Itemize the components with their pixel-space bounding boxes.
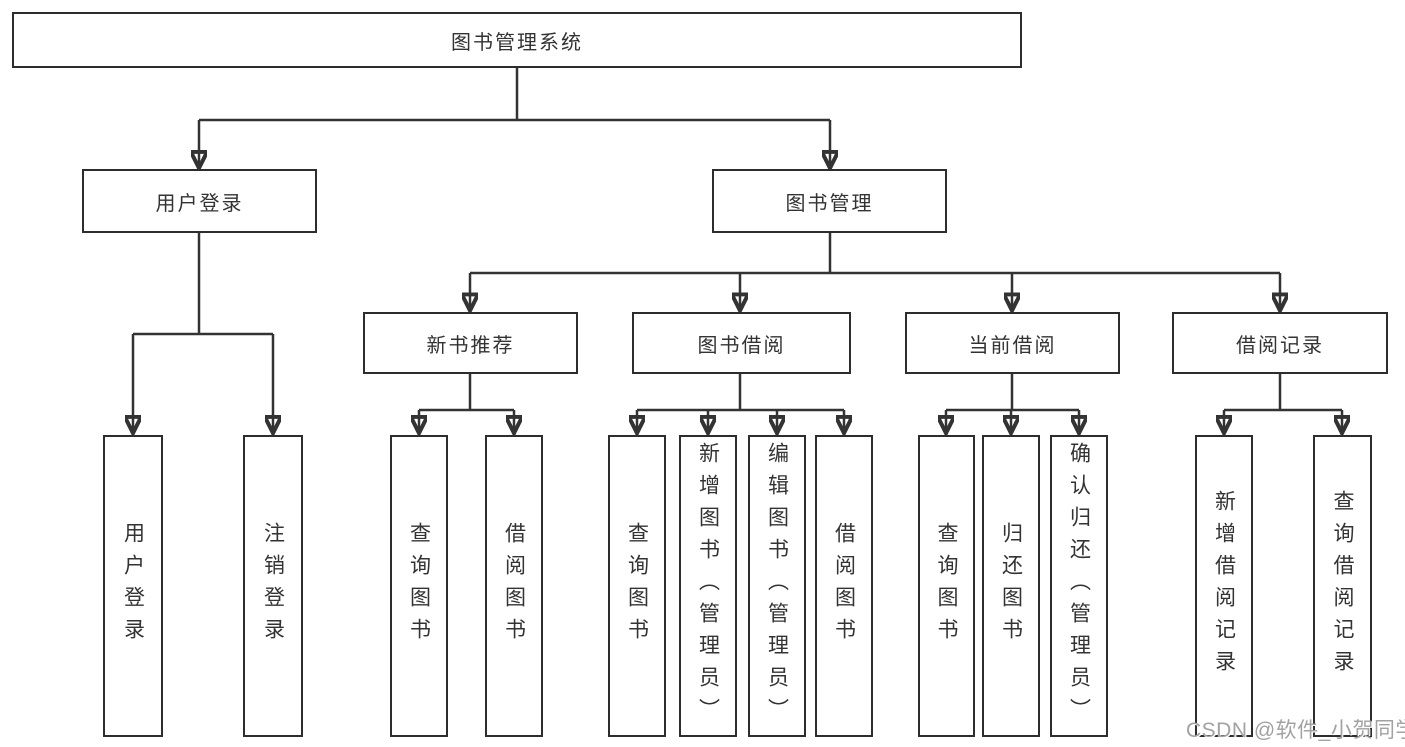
connector-borrow-records-children [1224,374,1342,432]
leaf-records-search-record: 查询借阅记录 [1313,435,1372,737]
connector-user-login-children [133,233,273,432]
node-book-management: 图书管理 [712,169,947,233]
node-root-library-system: 图书管理系统 [12,12,1022,68]
node-book-borrow: 图书借阅 [632,312,851,374]
node-current-borrow: 当前借阅 [905,312,1120,374]
leaf-recommend-borrow-books: 借阅图书 [485,435,543,737]
leaf-borrow-edit-books-admin: 编辑图书（管理员） [748,435,806,737]
leaf-borrow-add-books-admin: 新增图书（管理员） [679,435,737,737]
connector-current-borrow-children [946,374,1079,432]
connector-new-book-recommend-children [419,374,514,432]
node-borrow-records: 借阅记录 [1172,312,1388,374]
node-user-login: 用户登录 [82,169,317,233]
leaf-borrow-search-books: 查询图书 [608,435,666,737]
csdn-watermark: CSDN @软件_小贺同学 [1186,719,1405,742]
connector-book-borrow-children [637,374,844,432]
connector-book-management-children [470,233,1280,309]
leaf-logout: 注销登录 [243,435,303,737]
leaf-user-login: 用户登录 [103,435,163,737]
leaf-recommend-search-books: 查询图书 [390,435,448,737]
leaf-borrow-borrow-books: 借阅图书 [815,435,873,737]
leaf-current-confirm-return-admin: 确认归还（管理员） [1050,435,1108,737]
node-new-book-recommend: 新书推荐 [363,312,578,374]
leaf-records-add-record: 新增借阅记录 [1195,435,1253,737]
leaf-current-return-books: 归还图书 [982,435,1040,737]
connector-root-to-level2 [199,68,830,167]
leaf-current-search-books: 查询图书 [918,435,975,737]
